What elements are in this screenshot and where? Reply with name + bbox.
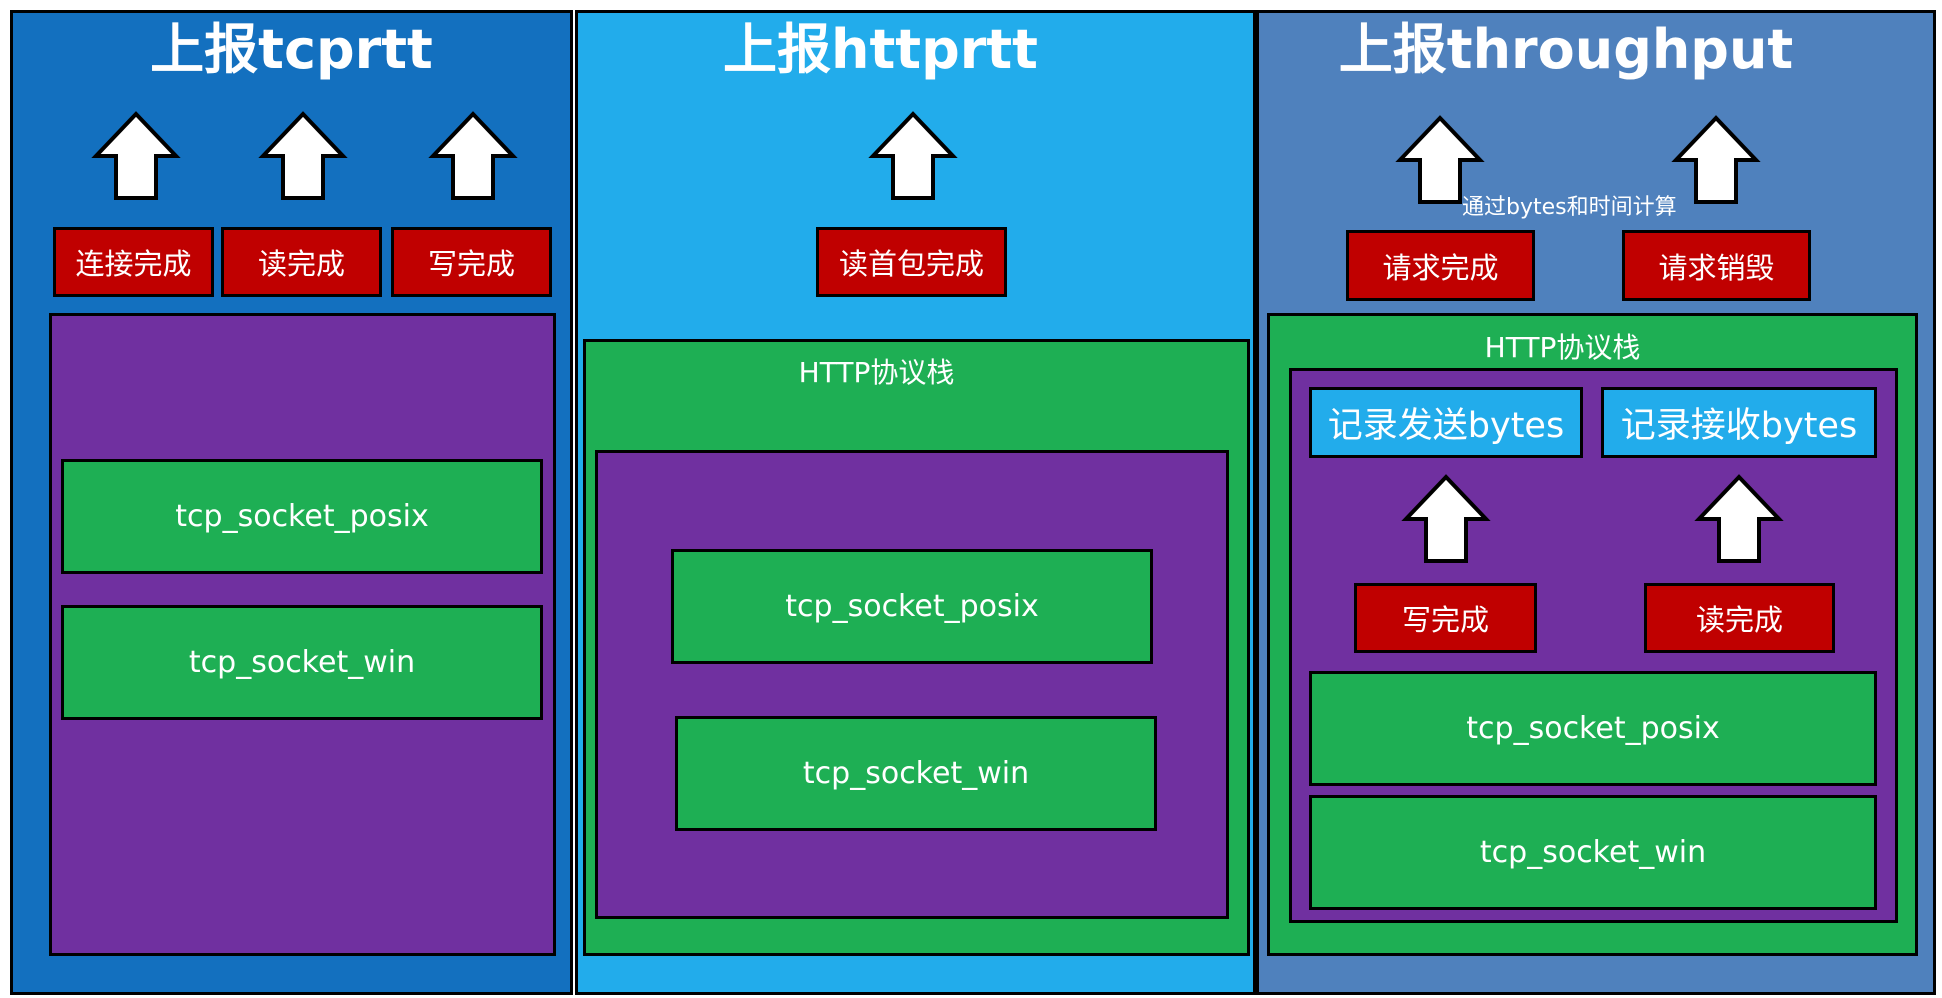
up-arrow-icon: [428, 111, 518, 200]
socket-posix-box: tcp_socket_posix: [61, 459, 543, 574]
event-request-complete: 请求完成: [1346, 230, 1535, 301]
up-arrow-icon: [91, 111, 181, 200]
calc-note: 通过bytes和时间计算: [1462, 195, 1677, 220]
up-arrow-icon: [1694, 474, 1784, 563]
http-stack-label: HTTP协议栈: [798, 356, 955, 389]
up-arrow-icon: [868, 111, 958, 200]
socket-posix-box: tcp_socket_posix: [1309, 671, 1877, 786]
http-stack-label: HTTP协议栈: [1484, 331, 1641, 364]
up-arrow-icon: [258, 111, 348, 200]
socket-posix-box: tcp_socket_posix: [671, 549, 1153, 664]
event-write-complete: 写完成: [1354, 583, 1537, 653]
record-received-bytes: 记录接收bytes: [1601, 387, 1877, 458]
event-write-complete: 写完成: [391, 227, 552, 297]
event-read-complete: 读完成: [1644, 583, 1835, 653]
up-arrow-icon: [1401, 474, 1491, 563]
event-request-destroy: 请求销毁: [1622, 230, 1811, 301]
event-connect-complete: 连接完成: [53, 227, 214, 297]
record-sent-bytes: 记录发送bytes: [1309, 387, 1583, 458]
panel-title: 上报httprtt: [723, 18, 1038, 81]
panel-title: 上报tcprtt: [150, 18, 433, 81]
panel-title: 上报throughput: [1338, 18, 1794, 81]
socket-win-box: tcp_socket_win: [1309, 795, 1877, 910]
socket-win-box: tcp_socket_win: [675, 716, 1157, 831]
socket-win-box: tcp_socket_win: [61, 605, 543, 720]
event-read-complete: 读完成: [221, 227, 382, 297]
socket-layer: [595, 450, 1229, 919]
up-arrow-icon: [1671, 115, 1761, 204]
up-arrow-icon: [1395, 115, 1485, 204]
event-first-packet-read: 读首包完成: [816, 227, 1007, 297]
